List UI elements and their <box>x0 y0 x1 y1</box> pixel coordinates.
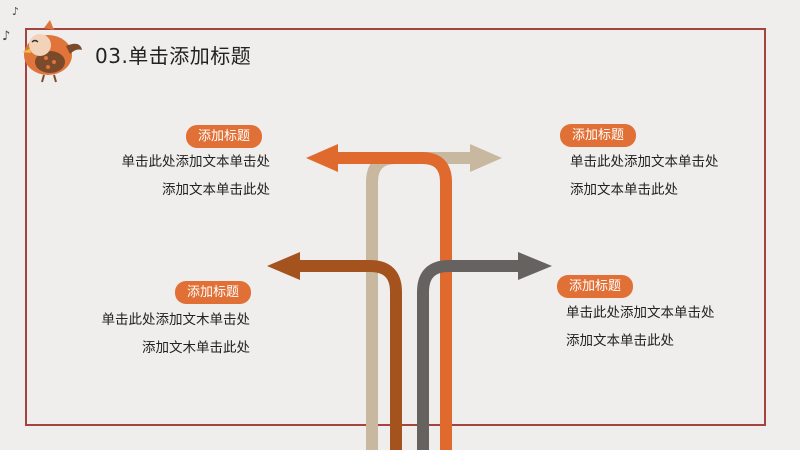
slide-title: 03.单击添加标题 <box>93 40 258 69</box>
text-line: 添加文木单击此处 <box>142 340 250 356</box>
svg-text:♪: ♪ <box>12 5 19 18</box>
gray-arrow <box>417 252 552 450</box>
svg-text:♪: ♪ <box>2 29 10 44</box>
text-block-bottom-right: 单击此处添加文本单击处 添加文本单击此处 <box>566 299 715 355</box>
text-block-bottom-left: 单击此处添加文木单击处 添加文木单击此处 <box>60 306 251 362</box>
text-line: 单击此处添加文本单击处 <box>566 305 715 321</box>
text-line: 添加文本单击此处 <box>162 182 270 198</box>
label-pill-bottom-right: 添加标题 <box>557 275 634 298</box>
text-line: 添加文本单击此处 <box>570 182 678 198</box>
text-block-top-right: 单击此处添加文本单击处 添加文本单击此处 <box>570 148 719 204</box>
label-pill-top-left: 添加标题 <box>186 125 263 148</box>
brown-arrow <box>267 252 402 450</box>
text-line: 单击此处添加文本单击处 <box>570 154 719 170</box>
text-line: 单击此处添加文本单击处 <box>121 154 271 170</box>
label-pill-bottom-left: 添加标题 <box>175 281 252 304</box>
bird-logo-icon: ♪ ♪ <box>2 5 82 83</box>
orange-arrow <box>306 144 452 450</box>
text-block-top-left: 单击此处添加文本单击处 添加文本单击此处 <box>80 148 271 204</box>
label-pill-top-right: 添加标题 <box>560 124 637 147</box>
text-line: 单击此处添加文木单击处 <box>101 312 251 328</box>
text-line: 添加文本单击此处 <box>566 333 674 349</box>
